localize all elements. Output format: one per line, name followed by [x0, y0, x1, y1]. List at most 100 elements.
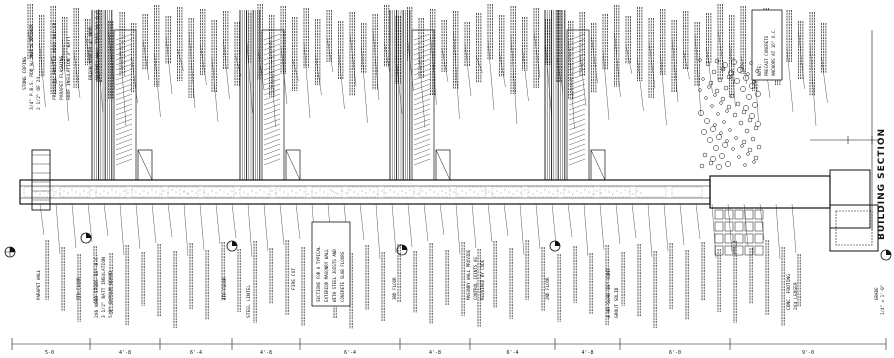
foundation-block	[734, 245, 744, 256]
bottom-note-slab: 4 HR SLAB 16" CONT	[606, 268, 612, 318]
slab-aggregate	[107, 192, 109, 194]
leader-line	[625, 45, 633, 75]
veneer-hatch	[568, 43, 586, 51]
leader-line	[471, 203, 477, 249]
veneer-hatch	[115, 38, 133, 46]
veneer-hatch	[413, 98, 431, 106]
veneer-hatch	[115, 138, 133, 146]
rubble-stone	[746, 72, 750, 76]
rubble-stone	[719, 101, 723, 105]
level-marker-4th: 4TH FLOOR	[222, 240, 238, 300]
leader-line	[231, 203, 237, 239]
slab-aggregate	[373, 191, 375, 193]
slab-aggregate	[303, 191, 305, 193]
slab-aggregate	[536, 190, 538, 192]
slab-aggregate	[47, 192, 49, 194]
insulation-block	[383, 186, 415, 198]
slab-aggregate	[504, 189, 506, 191]
foundation-block	[714, 221, 724, 232]
veneer-hatch	[263, 108, 281, 116]
veneer-hatch	[568, 63, 586, 71]
slab-aggregate	[155, 191, 157, 193]
slab-aggregate	[484, 189, 486, 191]
slab-aggregate	[71, 189, 73, 191]
slab-aggregate	[63, 190, 65, 192]
veneer-hatch	[115, 143, 133, 151]
rubble-stone	[734, 78, 740, 84]
insulation-block	[167, 186, 199, 198]
rubble-stone	[737, 67, 743, 73]
slab-aggregate	[636, 190, 638, 192]
slab-aggregate	[405, 192, 407, 194]
foundation-block	[744, 245, 754, 256]
slab-aggregate	[59, 193, 61, 195]
veneer-hatch	[115, 83, 133, 91]
slab-aggregate	[437, 193, 439, 195]
leader-line	[199, 203, 205, 251]
dimension-label: 4'-8	[582, 350, 594, 356]
level-marker-grade: GRADE	[874, 249, 892, 300]
hatch-blocks	[23, 186, 703, 198]
veneer-hatch	[115, 113, 133, 121]
slab-aggregate	[548, 191, 550, 193]
leader-line	[786, 47, 794, 113]
leader-line	[375, 203, 381, 260]
top-note-rod: 3/4" P.B.S. ROD W/ NUT & WASHER	[29, 24, 35, 110]
rubble-stone	[716, 164, 722, 170]
slab-aggregate	[103, 190, 105, 192]
slab-aggregate	[227, 193, 229, 195]
insulation-block	[59, 186, 91, 198]
veneer-hatch	[568, 68, 586, 76]
veneer-hatch	[413, 108, 431, 116]
slab-aggregate	[51, 189, 53, 191]
leader-line	[809, 43, 817, 127]
slab-aggregate	[179, 193, 181, 195]
joist-diagonal	[590, 149, 606, 181]
veneer-outline	[261, 29, 285, 181]
veneer-hatch	[263, 128, 281, 136]
bottom-note-studs: 2X6 WOOD STUDS 16" O.C.	[94, 254, 100, 318]
dimension-label: 6'-4	[344, 350, 356, 356]
veneer-hatch	[568, 143, 586, 151]
foundation-block	[754, 245, 764, 256]
veneer-hatch	[413, 58, 431, 66]
rubble-stone	[738, 120, 744, 126]
level-marker-3rd: 3RD FLOOR	[392, 244, 408, 300]
foundation-block	[714, 233, 724, 244]
slab-aggregate	[329, 189, 331, 191]
leader-line	[27, 29, 35, 71]
veneer-hatch	[413, 83, 431, 91]
leader-line	[455, 203, 461, 255]
veneer-hatch	[568, 103, 586, 111]
slab-aggregate	[425, 192, 427, 194]
leader-line	[151, 203, 157, 244]
veneer-hatch	[263, 138, 281, 146]
leader-line	[648, 41, 656, 89]
veneer-hatch	[413, 63, 431, 71]
leader-line	[663, 203, 669, 252]
veneer-hatch	[413, 133, 431, 141]
slab-aggregate	[397, 193, 399, 195]
rubble-stone	[731, 147, 735, 151]
rubble-stone	[752, 160, 756, 164]
rubble-stone	[708, 80, 714, 86]
insulation-block	[635, 186, 667, 198]
leader-line	[695, 203, 701, 240]
veneer-hatch	[115, 58, 133, 66]
slab-aggregate	[267, 193, 269, 195]
leader-line	[188, 31, 196, 109]
slab-aggregate	[111, 189, 113, 191]
leader-line	[96, 47, 104, 113]
slab-aggregate	[445, 192, 447, 194]
leader-line	[280, 45, 288, 105]
leader-line	[142, 39, 150, 81]
slab-aggregate	[512, 193, 514, 195]
veneer-hatch	[115, 98, 133, 106]
side-note-line-1: NOTE:	[757, 63, 762, 76]
rubble-stone	[707, 85, 711, 89]
veneer-hatch	[413, 53, 431, 61]
foundation-block	[734, 221, 744, 232]
rubble-stone	[755, 121, 761, 127]
slab-aggregate	[477, 193, 479, 195]
rubble-stone	[698, 58, 702, 62]
